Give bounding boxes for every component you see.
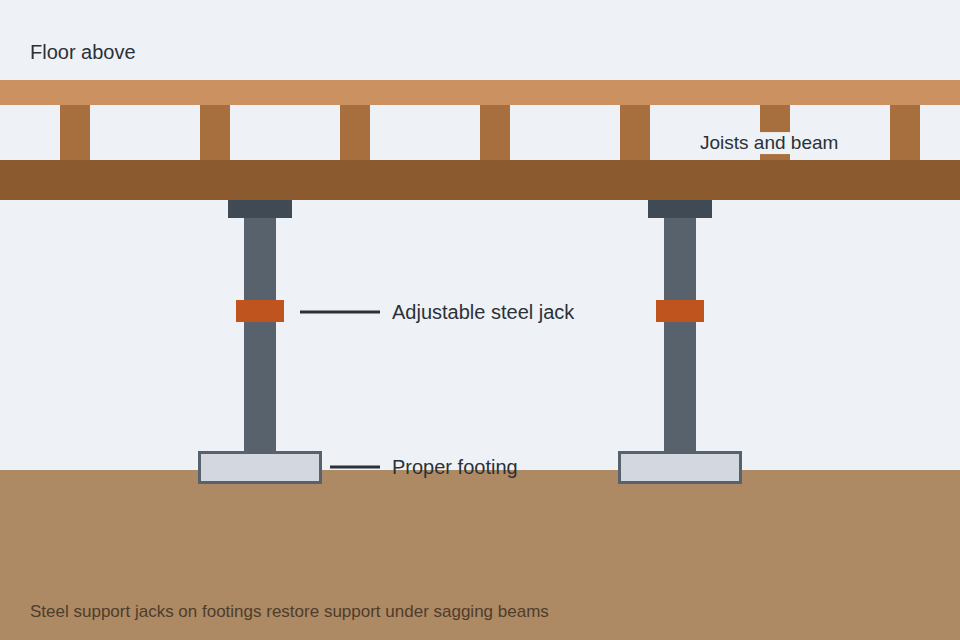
steel-jack bbox=[200, 200, 321, 483]
steel-jack bbox=[620, 200, 741, 483]
part-label: Proper footing bbox=[392, 456, 518, 479]
joists bbox=[60, 105, 920, 160]
region-label: Floor above bbox=[30, 41, 136, 64]
part-label: Joists and beam bbox=[697, 132, 841, 154]
caption: Steel support jacks on footings restore … bbox=[30, 602, 549, 622]
leader-line bbox=[300, 311, 380, 314]
leader-line bbox=[330, 466, 380, 469]
beam bbox=[0, 160, 960, 200]
part-label: Adjustable steel jack bbox=[392, 301, 574, 324]
ground bbox=[0, 470, 960, 640]
floor-board bbox=[0, 80, 960, 105]
